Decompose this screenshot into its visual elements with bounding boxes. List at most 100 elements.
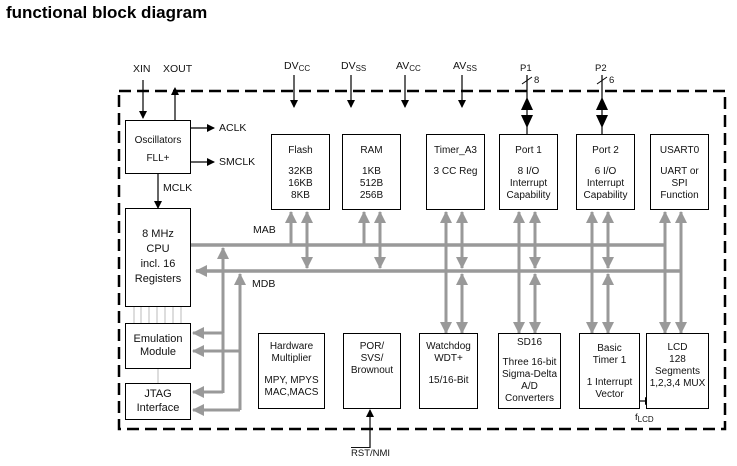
port1-desc: 8 I/O Interrupt Capability	[500, 166, 557, 202]
cpu-line: CPU	[146, 243, 170, 255]
oscillators-line: FLL+	[146, 153, 170, 164]
emulation-line: Emulation	[133, 333, 183, 345]
lcd-line: Segments	[654, 366, 701, 377]
timer-a3-line: 3 CC Reg	[433, 166, 478, 177]
lcd-line: 128	[669, 354, 686, 365]
cpu-line: 8 MHz	[142, 228, 174, 240]
dvcc-sub: CC	[298, 64, 311, 73]
ram-size: 1KB	[362, 166, 381, 177]
flash-block: Flash 32KB 16KB 8KB	[271, 134, 330, 210]
sd16-block: SD16 Three 16-bit Sigma-Delta A/D Conver…	[498, 333, 561, 409]
usart0-line: SPI	[671, 178, 688, 189]
sd16-desc: Three 16-bit Sigma-Delta A/D Converters	[499, 357, 560, 405]
hw-multiplier-desc: MPY, MPYS MAC,MACS	[259, 375, 324, 399]
cpu-block: 8 MHz CPU incl. 16 Registers	[125, 208, 191, 307]
dvss-sub: SS	[355, 64, 367, 73]
smclk-label: SMCLK	[219, 156, 256, 168]
flash-title: Flash	[288, 145, 313, 156]
avcc-sub: CC	[409, 64, 421, 73]
p1-bus	[521, 75, 533, 134]
avcc-label: AVCC	[396, 60, 421, 73]
p1-label: P1	[520, 63, 532, 74]
flcd-main: f	[635, 412, 638, 423]
oscillators-title: Oscillators	[134, 135, 182, 146]
p2-bus	[596, 75, 608, 134]
por-line: Brownout	[350, 365, 394, 376]
usart0-desc: UART or SPI Function	[651, 166, 708, 202]
p1-width: 8	[534, 75, 540, 86]
cpu-line: Registers	[134, 273, 182, 285]
port2-line: Capability	[583, 190, 628, 201]
hardware-multiplier-block: Hardware Multiplier MPY, MPYS MAC,MACS	[258, 333, 325, 409]
por-line: POR/	[359, 341, 385, 352]
diagram-title: functional block diagram	[6, 3, 208, 22]
flash-size: 8KB	[291, 190, 310, 201]
timer-a3-block: Timer_A3 3 CC Reg	[426, 134, 485, 210]
port1-line: 8 I/O	[517, 166, 540, 177]
p2-label: P2	[595, 63, 607, 74]
basic-timer-desc: 1 Interrupt Vector	[580, 377, 639, 401]
avcc-main: AV	[396, 60, 410, 72]
emulation-line: Module	[139, 346, 177, 358]
mclk-label: MCLK	[163, 182, 193, 194]
usart0-block: USART0 UART or SPI Function	[650, 134, 709, 210]
aclk-label: ACLK	[219, 122, 247, 134]
avss-main: AV	[453, 60, 467, 72]
port1-line: Capability	[506, 190, 551, 201]
flash-size: 32KB	[288, 166, 313, 177]
oscillators-block: Oscillators FLL+	[125, 120, 191, 174]
hw-multiplier-line: MAC,MACS	[264, 387, 319, 398]
chip-boundary	[117, 89, 727, 431]
port2-desc: 6 I/O Interrupt Capability	[577, 166, 634, 202]
basic-timer-title: Basic Timer 1	[592, 343, 627, 366]
port2-block: Port 2 6 I/O Interrupt Capability	[576, 134, 635, 210]
port2-line: Interrupt	[586, 178, 625, 189]
rst-nmi-label: RST/NMI	[351, 448, 390, 459]
ram-size: 512B	[359, 178, 384, 189]
sd16-line: Three 16-bit	[502, 357, 557, 368]
port1-title: Port 1	[515, 145, 542, 156]
usart0-title: USART0	[659, 145, 700, 156]
usart0-line: UART or	[660, 166, 699, 177]
nmi-label: /NMI	[370, 448, 391, 459]
port2-line: 6 I/O	[594, 166, 617, 177]
p2-width: 6	[609, 75, 615, 86]
ram-size: 256B	[359, 190, 384, 201]
basic-timer-line: 1 Interrupt	[586, 377, 633, 388]
basic-timer-block: Basic Timer 1 1 Interrupt Vector	[579, 333, 640, 409]
dvcc-label: DVCC	[284, 60, 310, 73]
bus-connections	[192, 211, 687, 416]
port2-title: Port 2	[592, 145, 619, 156]
lcd-line: LCD	[667, 342, 688, 353]
avss-label: AVSS	[453, 60, 477, 73]
emulation-block: Emulation Module	[125, 323, 191, 369]
avss-sub: SS	[466, 64, 477, 73]
rst-label: RST	[351, 448, 370, 459]
timer-a3-title: Timer_A3	[434, 145, 477, 156]
flash-sizes: 32KB 16KB 8KB	[272, 166, 329, 202]
jtag-block: JTAG Interface	[125, 383, 191, 420]
sd16-title: SD16	[516, 337, 542, 348]
flcd-sub: LCD	[637, 415, 654, 424]
usart0-line: Function	[660, 190, 699, 201]
watchdog-title: Watchdog WDT+	[426, 341, 471, 364]
cpu-line: incl. 16	[140, 258, 176, 270]
sd16-line: Converters	[505, 393, 554, 404]
basic-timer-line: Vector	[595, 389, 624, 400]
por-svs-block: POR/ SVS/ Brownout	[343, 333, 401, 409]
dvss-main: DV	[341, 60, 356, 72]
dvss-label: DVSS	[341, 60, 366, 73]
hw-multiplier-title: Hardware Multiplier	[269, 341, 314, 364]
watchdog-block: Watchdog WDT+ 15/16-Bit	[419, 333, 478, 409]
xin-label: XIN	[133, 63, 151, 75]
flcd-label: fLCD	[635, 412, 654, 424]
jtag-line: JTAG	[144, 388, 172, 400]
jtag-line: Interface	[136, 402, 180, 414]
sd16-line: A/D	[521, 381, 538, 392]
ram-block: RAM 1KB 512B 256B	[342, 134, 401, 210]
lcd-block: LCD 128 Segments 1,2,3,4 MUX	[646, 333, 709, 409]
ram-title: RAM	[360, 145, 383, 156]
ram-sizes: 1KB 512B 256B	[343, 166, 400, 202]
flash-size: 16KB	[288, 178, 313, 189]
